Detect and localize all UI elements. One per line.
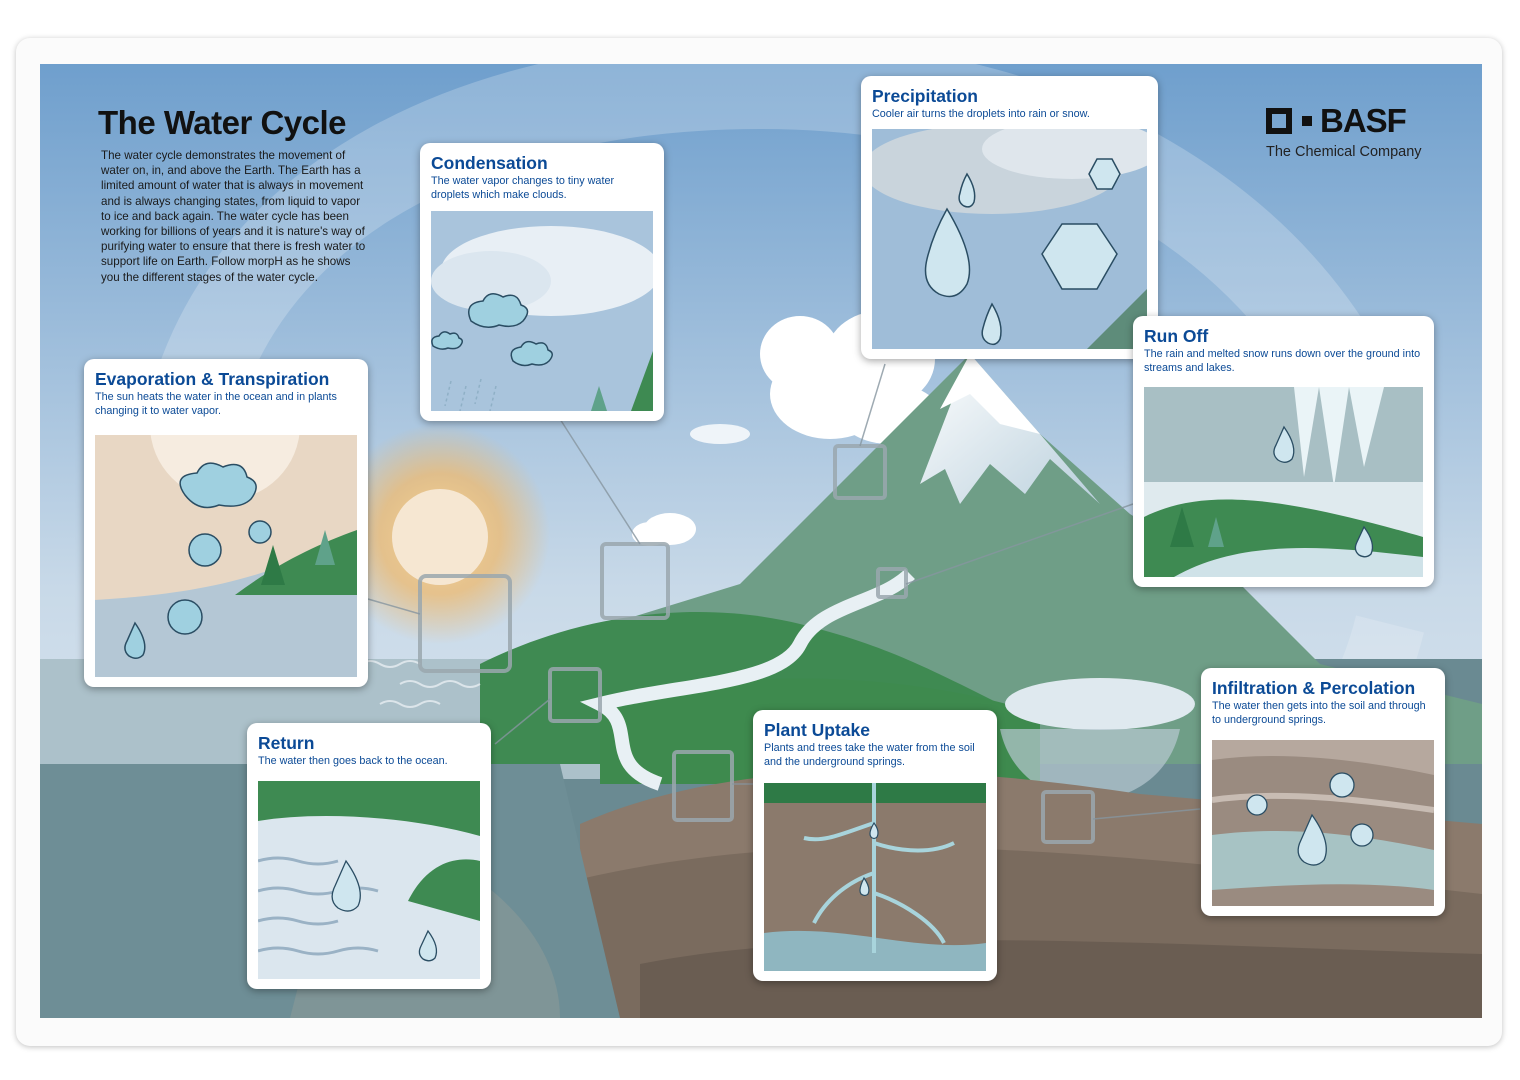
card-text: Plants and trees take the water from the… <box>764 742 975 768</box>
card-title: Run Off <box>1144 326 1209 346</box>
card-text: The water vapor changes to tiny water dr… <box>431 175 615 201</box>
card-infiltration: Infiltration & Percolation The water the… <box>1201 668 1445 916</box>
brand-name: BASF <box>1320 102 1407 139</box>
card-return: Return The water then goes back to the o… <box>247 723 491 989</box>
card-text: The water then goes back to the ocean. <box>258 755 448 767</box>
card-text: The water then gets into the soil and th… <box>1212 700 1426 726</box>
card-run-off: Run Off The rain and melted snow runs do… <box>1133 316 1434 587</box>
return-illustration <box>258 781 480 979</box>
card-evaporation: Evaporation & Transpiration The sun heat… <box>84 359 368 687</box>
basf-logo: BASF The Chemical Company <box>1266 104 1438 160</box>
card-title: Infiltration & Percolation <box>1212 678 1416 698</box>
card-title: Plant Uptake <box>764 720 870 740</box>
card-text: Cooler air turns the droplets into rain … <box>872 108 1090 120</box>
logo-dot-icon <box>1302 116 1312 126</box>
card-title: Condensation <box>431 153 548 173</box>
precipitation-illustration <box>872 129 1147 349</box>
card-title: Precipitation <box>872 86 978 106</box>
logo-square-icon <box>1266 108 1292 134</box>
run-off-illustration <box>1144 387 1423 577</box>
card-text: The sun heats the water in the ocean and… <box>95 391 337 417</box>
plant-uptake-illustration <box>764 783 986 971</box>
brand-tagline: The Chemical Company <box>1266 144 1422 160</box>
infiltration-illustration <box>1212 740 1434 906</box>
card-plant-uptake: Plant Uptake Plants and trees take the w… <box>753 710 997 981</box>
condensation-illustration <box>431 211 653 411</box>
card-precipitation: Precipitation Cooler air turns the dropl… <box>861 76 1158 359</box>
card-title: Return <box>258 733 315 753</box>
card-text: The rain and melted snow runs down over … <box>1144 348 1421 374</box>
intro-text: The water cycle demonstrates the movemen… <box>101 149 366 284</box>
card-title: Evaporation & Transpiration <box>95 369 330 389</box>
card-condensation: Condensation The water vapor changes to … <box>420 143 664 421</box>
page-title: The Water Cycle <box>98 104 347 141</box>
evaporation-illustration <box>95 435 357 677</box>
